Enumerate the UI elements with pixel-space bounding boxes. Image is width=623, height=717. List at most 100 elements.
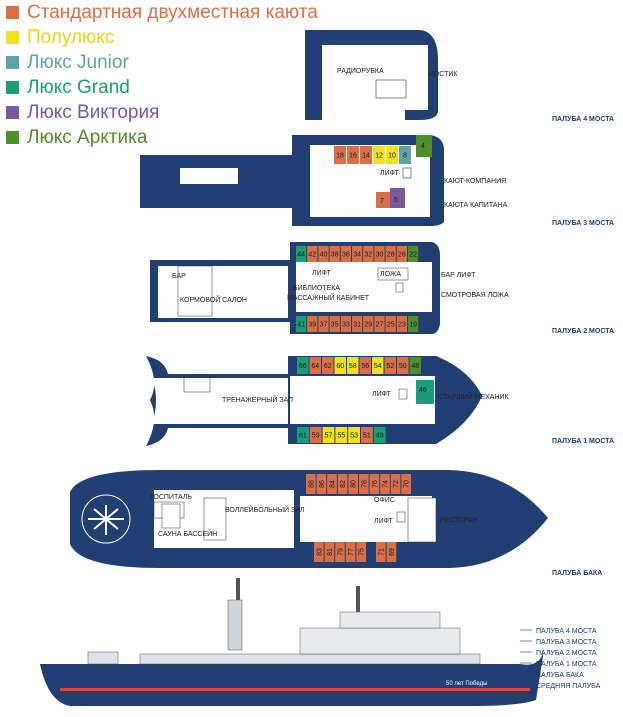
cabin-57-number: 57 [325,433,333,440]
deck-2-lift-label: ЛИФТ [312,270,332,277]
legend-swatch-arktika [6,131,19,144]
cabin-32-number: 32 [364,252,372,259]
deck-4-bridge-label: МОСТИК [428,71,458,78]
cabin-30-number: 30 [376,252,384,259]
cabin-77-number: 77 [348,548,355,556]
cabin-4-number: 4 [421,143,425,150]
cabin-50-number: 50 [399,363,407,370]
cabin-48-number: 48 [411,363,419,370]
cabin-18 [334,146,346,164]
cabin-61 [297,427,309,443]
cabin-66 [297,357,309,374]
profile-legend-5: ПАЛУБА БАКА [536,672,584,679]
cabin-25-number: 25 [387,322,395,329]
cabin-31-number: 31 [353,322,361,329]
deck-4-name: ПАЛУБА 4 МОСТА [552,116,614,123]
cabin-72 [390,474,401,494]
profile-legend-2: ПАЛУБА 3 МОСТА [536,639,597,646]
cabin-69 [386,542,397,562]
legend-label-grand: Люкс Grand [27,77,130,98]
profile-legend-1: ПАЛУБА 4 МОСТА [536,628,597,635]
deck-3-lift-icon [402,167,412,179]
legend-label-arktika: Люкс Арктика [27,127,148,148]
deck-1-gym-label-1: ТРЕНАЖЕРНЫЙ ЗАЛ [222,395,293,404]
profile-mast-fore [356,586,360,612]
cabin-78-number: 78 [361,480,368,488]
deck-1-lift-icon [398,388,408,400]
deck-4-radio-label: РАДИОРУБКА [337,68,384,75]
cabin-10 [386,146,398,164]
bak-volleyball-box [203,497,227,541]
helicopter-icon [88,505,124,535]
cabin-80-number: 80 [351,480,358,488]
cabin-74 [380,474,390,494]
profile-red-band [60,688,530,691]
cabin-8 [399,146,411,164]
cabin-37 [318,316,329,332]
cabin-74-number: 74 [383,480,390,488]
bak-restaurant-label: РЕСТОРАН [440,517,478,524]
deck-2-lift-icon [395,282,404,293]
legend-item-victoria: Люкс Виктория [6,100,318,125]
cabin-16 [347,146,359,164]
deck-3: 4 7 5 ЛИФТ КАЮТ-КОМПАНИЯ КАЮТА КАПИТАНА … [140,135,614,227]
cabin-28 [385,246,396,262]
cabin-38-number: 38 [331,252,339,259]
deck-2-lookout-label: СМОТРОВАЯ ЛОЖА [441,292,509,299]
cabin-27 [374,316,385,332]
cabin-46-number: 46 [419,387,427,394]
cabin-57 [322,427,335,443]
cabin-26-number: 26 [398,252,406,259]
cabin-82-number: 82 [340,480,347,488]
cabin-4 [416,135,432,157]
cabin-84-number: 84 [330,480,337,488]
cabin-33 [340,316,351,332]
cabin-37-number: 37 [320,322,328,329]
cabin-81-number: 81 [327,548,334,556]
legend-swatch-grand [6,81,19,94]
cabin-22 [408,246,419,262]
cabin-79-number: 79 [338,548,345,556]
cabin-31 [352,316,363,332]
helipad-circle [81,494,131,544]
bak-volleyball-label: ВОЛЛЕЙБОЛЬНЫЙ ЗАЛ [225,505,305,514]
cabin-72-number: 72 [393,480,400,488]
cabin-61-number: 61 [299,433,307,440]
cabin-7-number: 7 [380,198,384,205]
cabin-79 [335,542,345,562]
legend-swatch-semi [6,31,19,44]
cabin-78 [359,474,369,494]
cabin-33-number: 33 [342,322,350,329]
deck-2-salon-box [177,265,213,317]
cabin-26 [396,246,407,262]
deck-1-engineer-label: СТАРШИЙ МЕХАНИК [438,392,510,401]
cabin-70 [401,474,411,494]
deck-2-lounge [414,262,432,312]
ship-profile: 50 лет Победы ПАЛУБА 4 МОСТА ПАЛУБА 3 МО… [40,578,601,706]
cabin-62-number: 62 [324,363,332,370]
bak-lift-label: ЛИФТ [374,518,394,525]
cabin-81 [324,542,335,562]
legend-swatch-victoria [6,106,19,119]
cabin-18-number: 18 [336,153,344,160]
cabin-38 [329,246,340,262]
profile-superstructure [299,627,461,655]
cabin-41-number: 41 [297,322,305,329]
cabin-75 [356,542,366,562]
cabin-14 [360,146,372,164]
legend-label-victoria: Люкс Виктория [27,102,160,123]
legend-item-grand: Люкс Grand [6,75,318,100]
cabin-83-number: 83 [316,548,323,556]
cabin-82 [337,474,348,494]
cabin-29 [363,316,374,332]
deck-2-library-label: БИБЛИОТЕКА [293,285,340,292]
bak-sauna-label: САУНА БАССЕЙН [158,529,217,538]
deck-2-salon-label: КОРМОВОЙ САЛОН [180,295,247,304]
cabin-88-number: 88 [308,480,315,488]
cabin-51 [361,427,373,443]
deck-2-lodge-label: ЛОЖА [380,271,401,278]
cabin-25 [385,316,396,332]
cabin-42-number: 42 [308,252,316,259]
